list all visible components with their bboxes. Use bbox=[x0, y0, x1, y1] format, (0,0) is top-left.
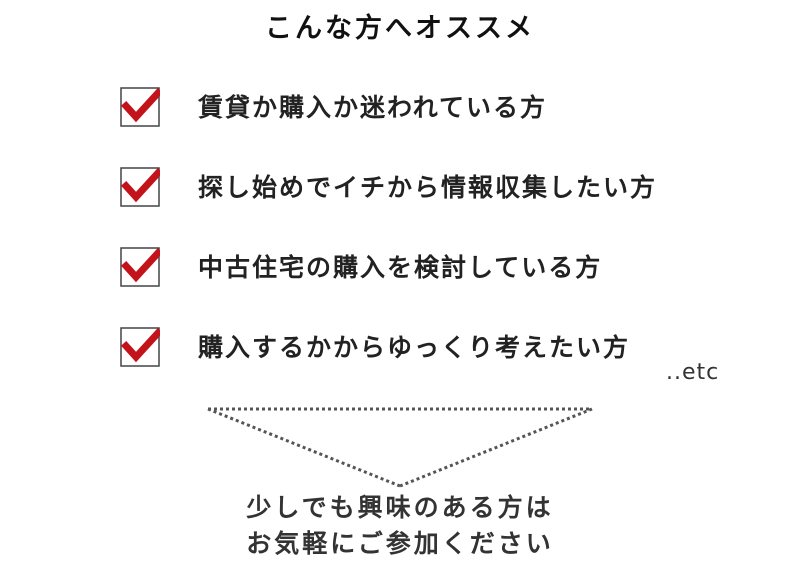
checklist-item: 賃貸か購入か迷われている方 bbox=[118, 84, 758, 130]
funnel-down-arrow-icon bbox=[207, 407, 593, 488]
cta-line: お気軽にご参加ください bbox=[246, 529, 554, 558]
checklist-item-label: 探し始めでイチから情報収集したい方 bbox=[198, 173, 658, 202]
call-to-action: 少しでも興味のある方は お気軽にご参加ください bbox=[0, 490, 800, 562]
checklist-item: 探し始めでイチから情報収集したい方 bbox=[118, 164, 758, 210]
checkbox-checked-icon bbox=[120, 167, 160, 207]
cta-line: 少しでも興味のある方は bbox=[246, 493, 554, 522]
checklist-item: 中古住宅の購入を検討している方 bbox=[118, 244, 758, 290]
checkbox-checked-icon bbox=[120, 327, 160, 367]
checklist-item-label: 購入するかからゆっくり考えたい方 bbox=[198, 333, 631, 362]
checkbox-checked-icon bbox=[120, 247, 160, 287]
page-title: こんな方へオススメ bbox=[265, 13, 535, 44]
checklist-item-label: 中古住宅の購入を検討している方 bbox=[198, 253, 603, 282]
checklist-item-label: 賃貸か購入か迷われている方 bbox=[198, 93, 548, 122]
checkbox-checked-icon bbox=[120, 87, 160, 127]
checklist-item: 購入するかからゆっくり考えたい方 bbox=[118, 324, 758, 370]
etc-note: ..etc bbox=[666, 360, 720, 385]
